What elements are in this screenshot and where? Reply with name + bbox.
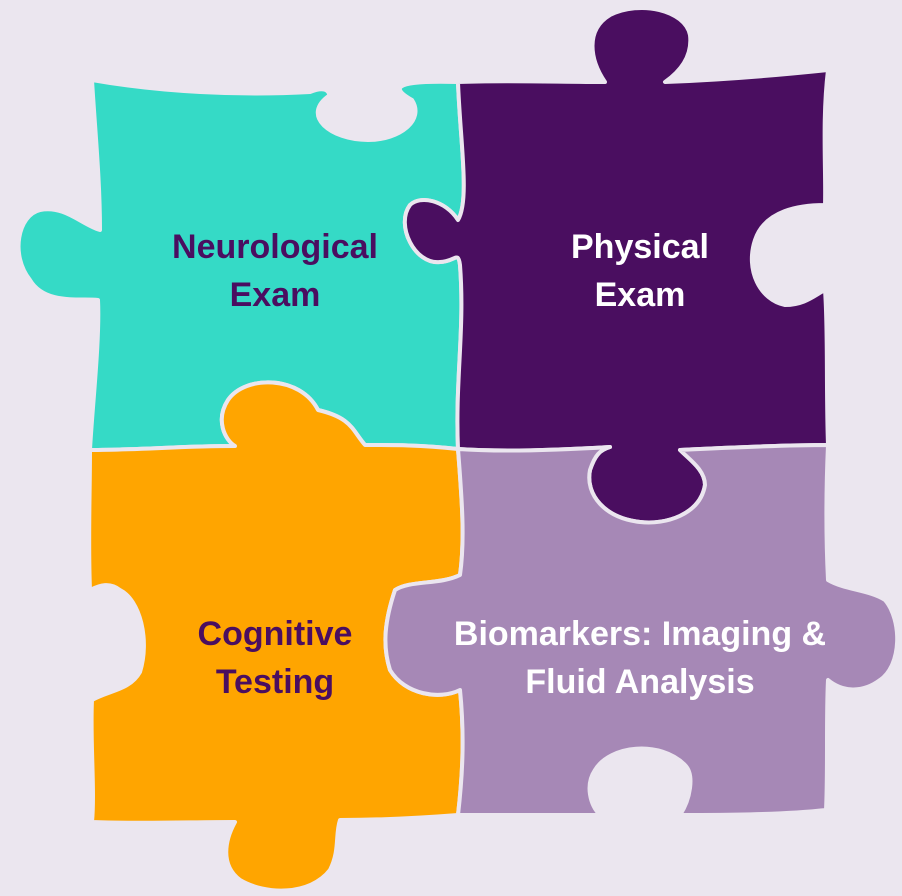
- biomarkers-label: Biomarkers: Imaging & Fluid Analysis: [405, 610, 875, 706]
- cognitive-line1: Cognitive: [197, 615, 353, 653]
- biomarkers-piece: [383, 443, 900, 818]
- physical-line1: Physical: [571, 228, 709, 266]
- biomarkers-line2: Fluid Analysis: [525, 663, 755, 701]
- cognitive-line2: Testing: [215, 663, 335, 701]
- biomarkers-line1: Biomarkers: Imaging &: [453, 615, 827, 653]
- physical-line2: Exam: [594, 276, 686, 314]
- physical-exam-label: Physical Exam: [520, 223, 760, 319]
- cognitive-testing-label: Cognitive Testing: [150, 610, 400, 706]
- neurological-line2: Exam: [229, 276, 321, 314]
- neurological-exam-label: Neurological Exam: [140, 223, 410, 319]
- neurological-line1: Neurological: [172, 228, 378, 266]
